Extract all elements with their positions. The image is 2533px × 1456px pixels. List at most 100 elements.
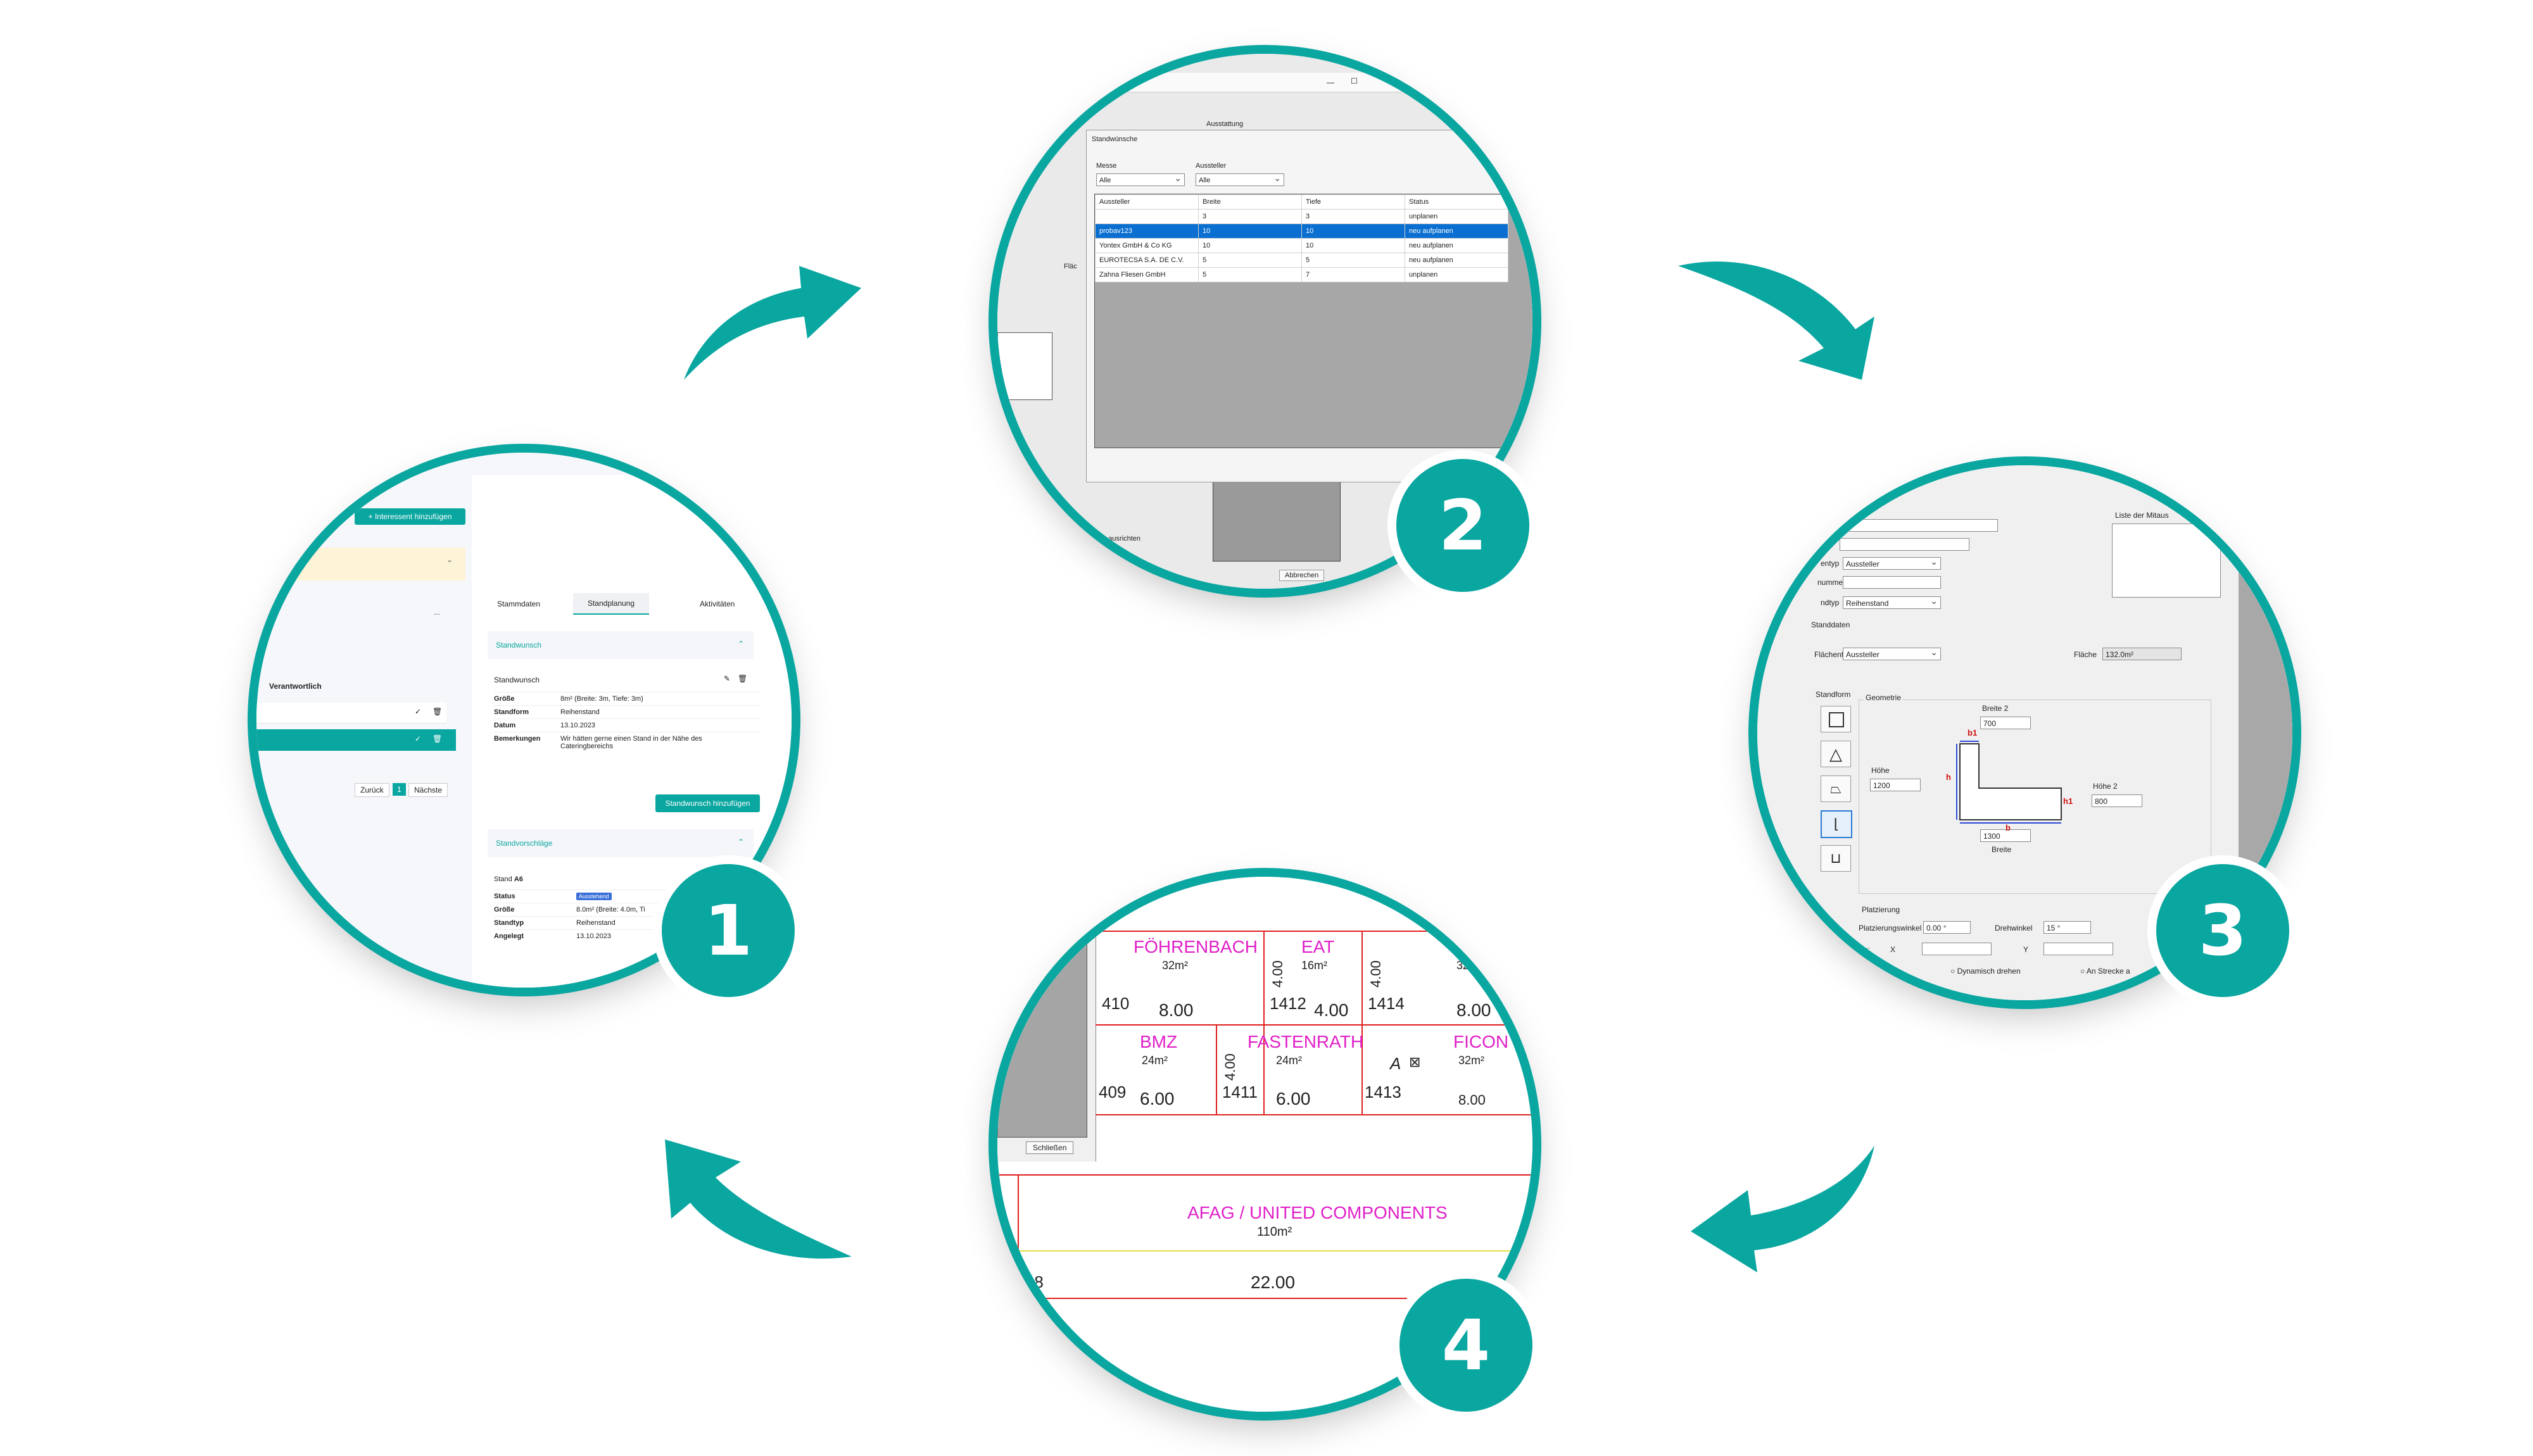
trash-icon[interactable]: 🗑 [738, 674, 748, 683]
stand-name[interactable]: FICON [1453, 1032, 1509, 1051]
step-badge-1: 1 [662, 864, 795, 997]
check-icon[interactable]: ✓ [415, 734, 422, 743]
breite-field[interactable]: 1300 [1980, 829, 2031, 842]
table-cell: 10 [1198, 238, 1302, 253]
shape-button-u-shape[interactable]: ⊔ [1821, 845, 1851, 872]
stand-number: 1412 [1270, 994, 1306, 1013]
field-value: 8.0m² (Breite: 4.0m, Ti [576, 906, 645, 913]
co-exhibitor-list[interactable] [2112, 524, 2221, 598]
table-cell: 10 [1301, 223, 1405, 239]
check-icon[interactable]: ✓ [415, 707, 422, 716]
tab-standplanung[interactable]: Standplanung [573, 593, 649, 615]
list-row-selected[interactable] [256, 729, 456, 751]
stand-value: A6 [514, 875, 523, 883]
wish-section-title: Standwunsch [496, 641, 542, 650]
trash-icon[interactable]: 🗑 [433, 734, 443, 743]
stand-number: 1508 [1007, 1272, 1044, 1291]
shape-button-triangle[interactable]: △ [1821, 741, 1851, 767]
more-menu-icon[interactable]: ... [434, 608, 441, 617]
trash-icon[interactable]: 🗑 [433, 707, 443, 716]
cad-line [1096, 1024, 1532, 1026]
stand-name[interactable]: EAT [1301, 937, 1335, 957]
pagination-next[interactable]: Nächste [408, 783, 448, 797]
stand-name[interactable]: AFAG / UNITED COMPONENTS [1187, 1203, 1448, 1222]
drehwinkel-field[interactable]: 15 ° [2043, 921, 2091, 934]
step-badge-4: 4 [1399, 1279, 1532, 1412]
stand-name[interactable]: N [1456, 937, 1470, 957]
position-y-field[interactable] [2043, 943, 2113, 955]
field-key: Datum [494, 722, 516, 729]
dim-h1: h1 [2063, 796, 2073, 806]
stand-name[interactable]: FASTENRATH [1248, 1032, 1364, 1051]
hoehe-field[interactable]: 1200 [1870, 779, 1921, 791]
field-value: Reihenstand [576, 919, 616, 927]
number-field[interactable] [1843, 576, 1941, 589]
field-key: Status [494, 893, 515, 900]
column-header[interactable]: Tiefe [1301, 194, 1405, 210]
filter-messe-select[interactable]: Alle [1096, 173, 1185, 186]
table-cell: Yontex GmbH & Co KG [1095, 238, 1199, 253]
pagination-back[interactable]: Zurück [355, 783, 389, 797]
collapse-icon[interactable]: ⌃ [738, 838, 745, 846]
position-x-field[interactable] [1922, 943, 1992, 955]
step-4-circle: Schließen FÖHRENBACH 32m² 8.00 410 EAT 1… [997, 877, 1532, 1412]
marker-x-icon: ⊠ [1409, 1054, 1421, 1070]
edit-icon[interactable]: ✎ [724, 674, 731, 683]
cad-line [997, 1298, 1532, 1299]
column-header[interactable]: Aussteller [1095, 194, 1199, 210]
breite2-field[interactable]: 700 [1980, 717, 2031, 729]
minimize-icon[interactable]: — [1327, 78, 1334, 87]
wish-section-header[interactable] [488, 631, 754, 659]
add-interest-button[interactable]: + Interessent hinzufügen [355, 508, 465, 525]
text-field[interactable] [1840, 519, 1998, 532]
filter-messe-label: Messe [1096, 162, 1117, 170]
flaechentyp-select[interactable]: Aussteller [1843, 648, 1941, 660]
stand-name[interactable]: BMZ [1140, 1032, 1178, 1051]
flaeche-label: Fläche [2074, 650, 2097, 659]
column-header[interactable]: Status [1405, 194, 1508, 210]
pagination-current[interactable]: 1 [393, 783, 406, 796]
field-key: Standtyp [494, 919, 524, 927]
cad-line [1096, 1114, 1532, 1115]
stand-name[interactable]: FÖHRENBACH [1134, 937, 1258, 957]
stand-depth: 4.00 [1222, 1053, 1238, 1081]
column-header[interactable]: Breite [1198, 194, 1302, 210]
yellow-dropdown[interactable] [256, 548, 465, 581]
type-select[interactable]: Aussteller [1843, 557, 1941, 570]
list-row-1[interactable] [256, 703, 446, 724]
proposals-section-header[interactable] [488, 829, 754, 857]
field-key: Bemerkungen [494, 735, 541, 743]
stand-area: 24m² [1276, 1054, 1303, 1067]
cancel-button[interactable]: Abbrechen [1279, 570, 1325, 581]
tab-stammdaten[interactable]: Stammdaten [497, 599, 541, 608]
hoehe2-label: Höhe 2 [2093, 782, 2118, 791]
winkel-field[interactable]: 0.00 ° [1923, 921, 1971, 934]
table-cell: neu aufplanen [1405, 223, 1508, 239]
shape-button-square[interactable] [1821, 706, 1851, 732]
radio-strecke[interactable]: ○ An Strecke a [2080, 967, 2130, 976]
step-badge-3: 3 [2156, 864, 2289, 997]
add-wish-button[interactable]: Standwunsch hinzufügen [655, 794, 760, 812]
tab-aktivitaeten[interactable]: Aktivitäten [700, 599, 735, 608]
close-button[interactable]: Schließen [1026, 1141, 1074, 1154]
shape-button-l-shape[interactable]: ⌊ [1821, 810, 1852, 838]
winkel-label: Platzierungswinkel [1859, 924, 1922, 932]
maximize-icon[interactable]: ☐ [1351, 77, 1358, 85]
filter-aussteller-select[interactable]: Alle [1196, 173, 1284, 186]
hoehe2-field[interactable]: 800 [2092, 794, 2142, 807]
collapse-icon[interactable]: ⌃ [738, 639, 745, 648]
row-label: nummer [1817, 578, 1846, 587]
text-field[interactable] [1840, 538, 1969, 551]
field-key: Angelegt [494, 932, 524, 940]
table-cell: 3 [1301, 209, 1405, 224]
shape-button-trapezoid[interactable]: ⏢ [1821, 775, 1851, 802]
form-select[interactable]: Reihenstand [1843, 596, 1941, 609]
radio-dynamic[interactable]: ○ Dynamisch drehen [1950, 967, 2021, 976]
